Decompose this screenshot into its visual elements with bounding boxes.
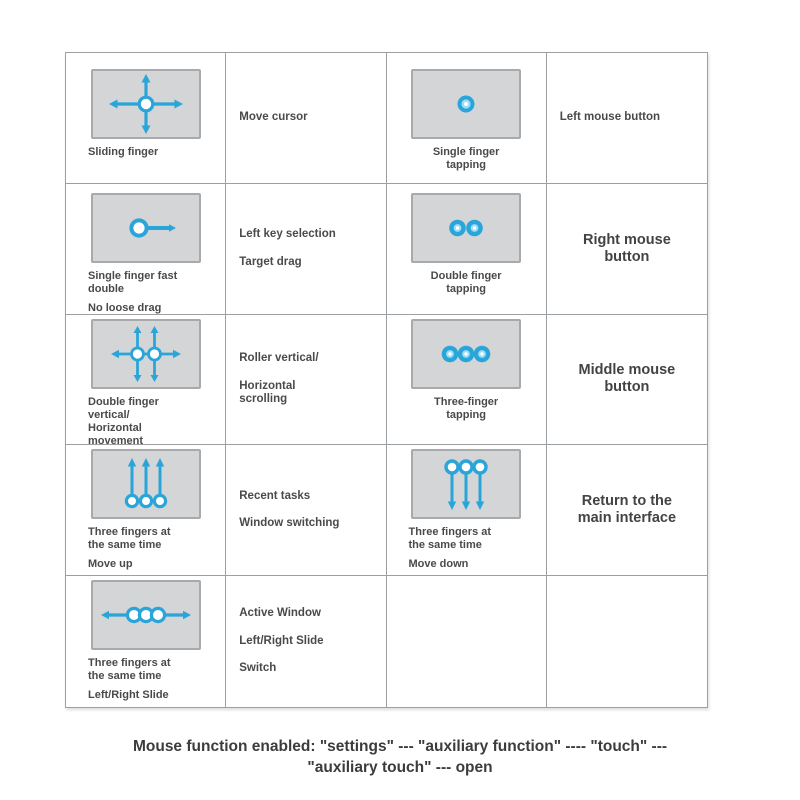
double-finger-tap-icon <box>449 219 483 237</box>
function-text: Roller vertical/ <box>239 352 319 365</box>
touchpad-graphic <box>90 69 201 139</box>
gesture-caption: Three fingers at the same time <box>88 526 171 552</box>
cell-function-left-key-selection: Left key selection Target drag <box>226 183 387 315</box>
cell-function-left-mouse-button: Left mouse button <box>546 53 707 184</box>
cell-gesture-double-finger-movement: Double finger vertical/ Horizontal movem… <box>66 314 227 446</box>
function-text: Right mouse button <box>582 231 671 265</box>
function-text: Left/Right Slide <box>239 634 324 647</box>
gesture-caption: Double finger tapping <box>430 269 502 295</box>
function-text: Active Window <box>239 607 321 620</box>
three-finger-slide-icon <box>100 606 191 624</box>
cell-empty <box>547 576 707 707</box>
function-text: Left key selection <box>239 228 336 241</box>
three-finger-down-icon <box>444 459 488 511</box>
cell-empty <box>387 576 547 707</box>
touchpad-graphic <box>90 580 201 651</box>
cell-function-middle-mouse-button: Middle mouse button <box>546 315 707 446</box>
gesture-table: Sliding finger Move cursor Single finger… <box>65 52 708 708</box>
gesture-subcaption: No loose drag <box>88 301 162 314</box>
cell-gesture-sliding-finger: Sliding finger <box>66 53 227 184</box>
function-text: Horizontal scrolling <box>239 379 296 406</box>
sliding-cross-icon <box>108 74 183 134</box>
three-finger-tap-icon <box>441 345 491 362</box>
gesture-caption: Single finger tapping <box>432 146 500 171</box>
function-text: Target drag <box>239 255 302 268</box>
cell-gesture-three-finger-tapping: Three-finger tapping <box>386 314 547 446</box>
touchpad-graphic <box>411 69 522 139</box>
gesture-caption: Three fingers at the same time <box>408 526 492 552</box>
function-text: Window switching <box>239 517 340 530</box>
touchpad-graphic <box>411 192 522 263</box>
gesture-caption: Three-finger tapping <box>434 395 499 421</box>
cell-gesture-three-fingers-move-down: Three fingers at the same time Move down <box>386 445 547 577</box>
single-finger-tap-icon <box>457 95 475 113</box>
gesture-subcaption: Move up <box>88 558 133 571</box>
cell-gesture-three-fingers-slide: Three fingers at the same time Left/Righ… <box>66 576 227 707</box>
function-text: Recent tasks <box>239 489 311 502</box>
touchpad-graphic <box>411 449 522 520</box>
cell-function-return-main-interface: Return to the main interface <box>546 445 707 577</box>
cell-function-active-window-switch: Active Window Left/Right Slide Switch <box>226 576 387 707</box>
cell-function-roller-scrolling: Roller vertical/ Horizontal scrolling <box>226 314 387 446</box>
gesture-subcaption: Left/Right Slide <box>88 689 169 702</box>
cell-gesture-three-fingers-move-up: Three fingers at the same time Move up <box>66 445 227 577</box>
footer-line2: "auxiliary touch" --- open <box>307 759 493 776</box>
footer-caption: Mouse function enabled: "settings" --- "… <box>0 736 800 778</box>
function-text: Middle mouse button <box>578 362 676 396</box>
cell-function-move-cursor: Move cursor <box>226 53 387 184</box>
function-text: Return to the main interface <box>577 493 677 527</box>
footer-line1: Mouse function enabled: "settings" --- "… <box>132 738 668 755</box>
gesture-subcaption: Move down <box>408 558 469 571</box>
touchpad-graphic <box>411 318 522 389</box>
cell-gesture-single-finger-tapping: Single finger tapping <box>386 53 547 184</box>
gesture-caption: Double finger vertical/ Horizontal movem… <box>88 395 159 446</box>
cell-gesture-single-finger-fast-double: Single finger fast double No loose drag <box>66 183 227 315</box>
cell-function-recent-tasks: Recent tasks Window switching <box>226 445 387 577</box>
cell-function-right-mouse-button: Right mouse button <box>546 184 707 315</box>
gesture-caption: Single finger fast double <box>88 269 178 295</box>
gesture-caption: Sliding finger <box>88 146 159 158</box>
double-finger-move-icon <box>110 325 181 382</box>
single-finger-fast-double-icon <box>129 218 176 238</box>
cell-gesture-double-finger-tapping: Double finger tapping <box>386 183 547 315</box>
touchpad-graphic <box>90 192 201 263</box>
three-finger-up-icon <box>124 458 167 509</box>
touchpad-graphic <box>90 318 201 389</box>
function-text: Switch <box>239 662 277 675</box>
function-text: Move cursor <box>239 111 308 124</box>
gesture-caption: Three fingers at the same time <box>88 657 171 683</box>
touchpad-graphic <box>90 449 201 520</box>
function-text: Left mouse button <box>559 111 661 124</box>
